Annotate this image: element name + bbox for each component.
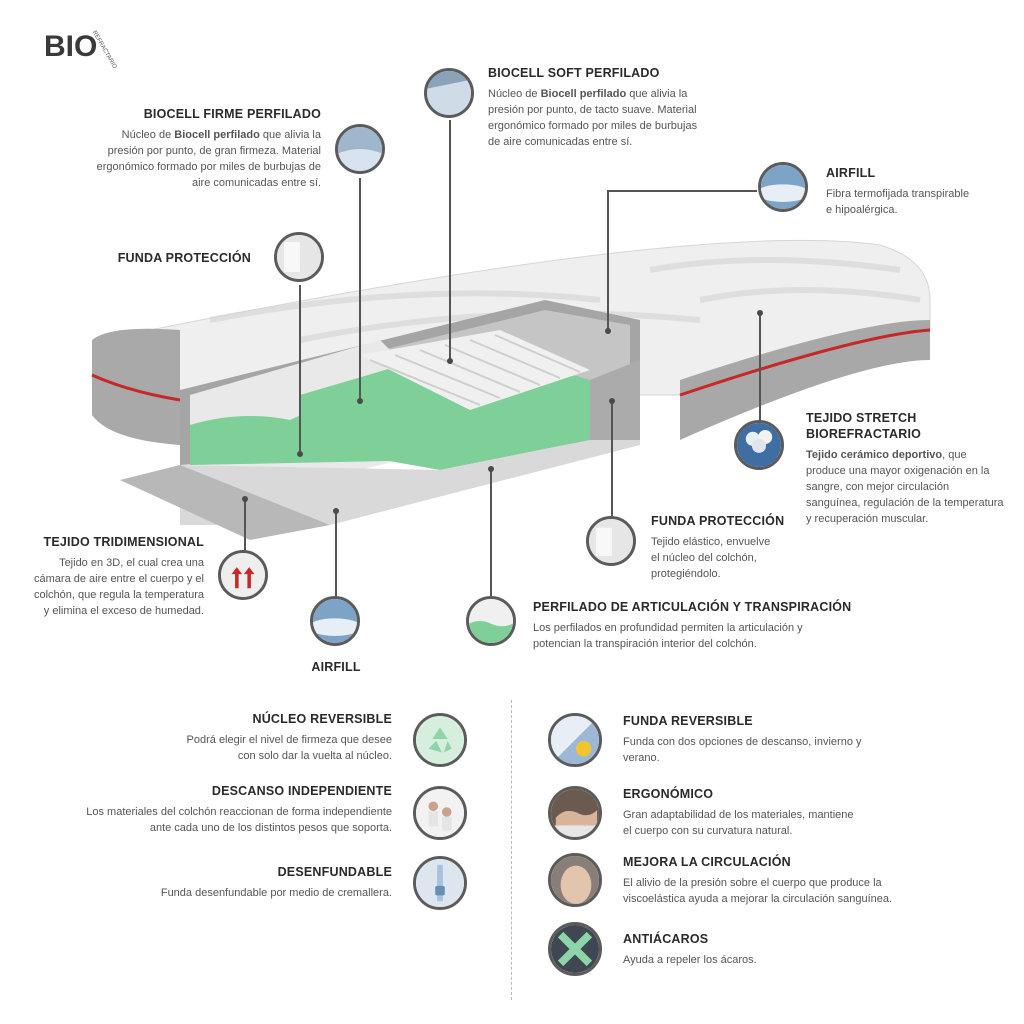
sleepers-icon — [413, 786, 467, 840]
tejido-tri-title: TEJIDO TRIDIMENSIONAL — [43, 535, 204, 549]
anti-mite-icon — [548, 922, 602, 976]
tejido-stretch-title2: BIOREFRACTARIO — [806, 427, 922, 441]
airfill-top-icon — [758, 162, 808, 212]
airfill-bottom-icon — [310, 596, 360, 646]
circulacion-title: MEJORA LA CIRCULACIÓN — [623, 855, 791, 869]
tejido-stretch-title1: TEJIDO STRETCH — [806, 411, 917, 425]
circulation-icon — [548, 853, 602, 907]
funda-left-title: FUNDA PROTECCIÓN — [117, 251, 251, 265]
biocell-soft-title: BIOCELL SOFT PERFILADO — [488, 66, 660, 80]
descanso-text: Los materiales del colchón reaccionan de… — [86, 806, 392, 834]
funda-rev-text: Funda con dos opciones de descanso, invi… — [623, 736, 862, 764]
circulacion-text: El alivio de la presión sobre el cuerpo … — [623, 877, 893, 905]
ergonomic-icon — [548, 786, 602, 840]
nucleo-text: Podrá elegir el nivel de firmeza que des… — [186, 734, 392, 762]
biocell-firme-icon — [335, 124, 385, 174]
descanso-title: DESCANSO INDEPENDIENTE — [211, 784, 392, 798]
nucleo-title: NÚCLEO REVERSIBLE — [252, 712, 392, 726]
perfilado-text: Los perfilados en profundidad permiten l… — [533, 622, 803, 650]
biocell-soft-text: Núcleo de Biocell perfilado que alivia l… — [488, 88, 698, 148]
ergonomico-text: Gran adaptabilidad de los materiales, ma… — [623, 809, 854, 837]
desenfundable-text: Funda desenfundable por medio de cremall… — [160, 887, 392, 899]
funda-right-icon — [586, 516, 636, 566]
airfill-top-title: AIRFILL — [826, 166, 876, 180]
perfilado-title: PERFILADO DE ARTICULACIÓN Y TRANSPIRACIÓ… — [533, 600, 852, 614]
tejido-stretch-text: Tejido cerámico deportivo, que produce u… — [806, 449, 1004, 525]
airfill-bottom-title: AIRFILL — [311, 660, 361, 674]
tejido-tri-text: Tejido en 3D, el cual crea una cámara de… — [34, 557, 204, 617]
funda-left-icon — [274, 232, 324, 282]
bio-logo: BIO — [44, 30, 98, 63]
recycle-icon — [413, 713, 467, 767]
funda-right-title: FUNDA PROTECCIÓN — [651, 514, 785, 528]
antiacaros-text: Ayuda a repeler los ácaros. — [623, 954, 757, 966]
ergonomico-title: ERGONÓMICO — [623, 787, 714, 801]
snow-sun-icon — [548, 713, 602, 767]
tejido-stretch-icon — [734, 420, 784, 470]
airfill-top-text: Fibra termofijada transpirable e hipoalé… — [826, 188, 970, 216]
features-divider — [511, 700, 512, 1000]
funda-right-text: Tejido elástico, envuelve el núcleo del … — [651, 536, 771, 580]
funda-rev-title: FUNDA REVERSIBLE — [623, 714, 753, 728]
tejido-tri-icon — [218, 550, 268, 600]
antiacaros-title: ANTIÁCAROS — [623, 932, 709, 946]
biocell-firme-text: Núcleo de Biocell perfilado que alivia l… — [96, 129, 321, 189]
biocell-firme-title: BIOCELL FIRME PERFILADO — [143, 107, 321, 121]
zipper-icon — [413, 856, 467, 910]
perfilado-icon — [466, 596, 516, 646]
biocell-soft-icon — [424, 68, 474, 118]
desenfundable-title: DESENFUNDABLE — [277, 865, 392, 879]
